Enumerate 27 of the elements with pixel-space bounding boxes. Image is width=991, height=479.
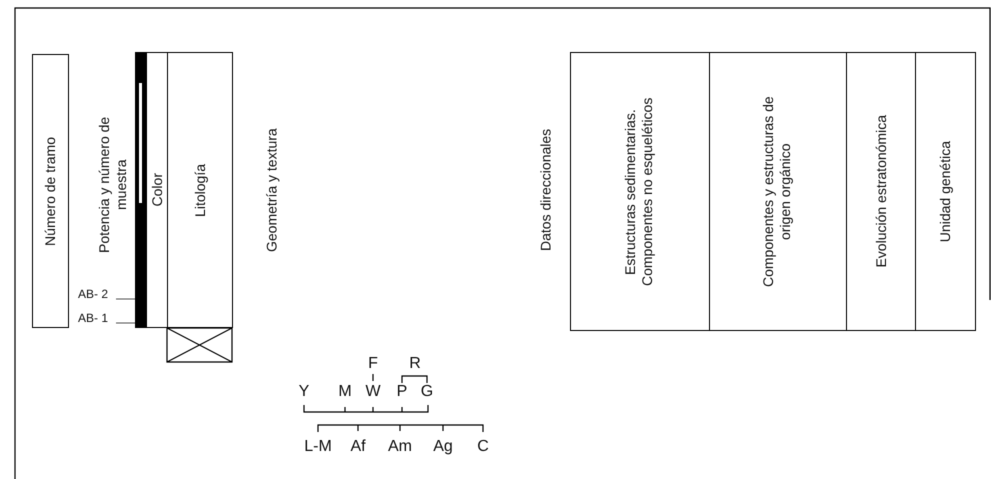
leader-line	[116, 322, 136, 324]
thickness-bar	[135, 52, 147, 328]
scale-label: L-M	[304, 439, 332, 455]
leader-line	[116, 298, 136, 300]
column-header-box: Evolución estratonómica	[846, 52, 916, 331]
scale-letter: Y	[298, 384, 310, 400]
scale-letter: M	[338, 384, 352, 400]
column-header-box: Unidad genética	[915, 52, 976, 331]
scale-letter: G	[420, 384, 434, 400]
scale-label: Af	[350, 439, 366, 455]
column-header-box: Número de tramo	[32, 54, 69, 328]
sample-label: AB- 1	[78, 310, 116, 326]
column-header-box: Estructuras sedimentarias. Componentes no esqueléticos	[570, 52, 710, 331]
scale-letter: W	[365, 384, 381, 400]
scale-letter: F	[368, 356, 378, 372]
scale-label: C	[477, 439, 489, 455]
scale-letter: P	[396, 384, 408, 400]
scale-label: Ag	[433, 439, 453, 455]
column-header-box: Litología	[167, 52, 233, 328]
scale-letter: R	[409, 356, 421, 372]
sample-label: AB- 2	[78, 286, 116, 302]
column-header: Datos direccionales	[536, 128, 554, 254]
column-header-box: Color	[146, 52, 168, 328]
scale-label: Am	[388, 439, 412, 455]
column-header: Potencia y número de muestra	[95, 116, 130, 256]
column-header-box: Componentes y estructuras de origen orgánico	[709, 52, 847, 331]
column-header: Geometría y textura	[262, 127, 280, 254]
